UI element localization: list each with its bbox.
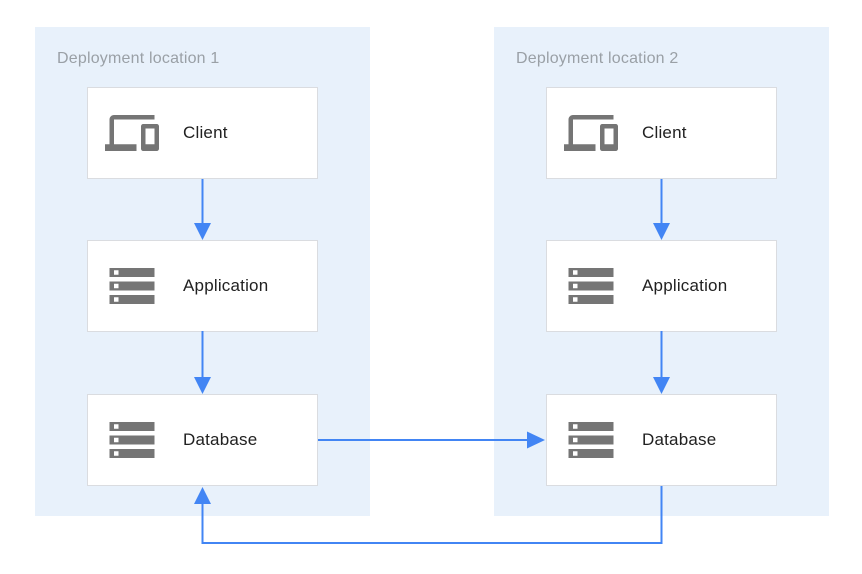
panel-2-title: Deployment location 2 bbox=[516, 50, 679, 67]
node-client-2: Client bbox=[546, 87, 777, 179]
node-application-1: Application bbox=[87, 240, 318, 332]
node-label: Application bbox=[183, 276, 269, 295]
panel-deployment-location-1: Deployment location 1 Client Application bbox=[35, 27, 370, 516]
node-label: Client bbox=[183, 123, 228, 142]
storage-icon bbox=[564, 259, 618, 313]
panel-deployment-location-2: Deployment location 2 Client Application bbox=[494, 27, 829, 516]
storage-icon bbox=[564, 413, 618, 467]
storage-icon bbox=[105, 259, 159, 313]
devices-icon bbox=[105, 106, 159, 160]
node-label: Application bbox=[642, 276, 728, 295]
node-label: Client bbox=[642, 123, 687, 142]
node-label: Database bbox=[642, 430, 717, 449]
node-label: Database bbox=[183, 430, 258, 449]
node-database-2: Database bbox=[546, 394, 777, 486]
node-application-2: Application bbox=[546, 240, 777, 332]
devices-icon bbox=[564, 106, 618, 160]
node-client-1: Client bbox=[87, 87, 318, 179]
panel-1-title: Deployment location 1 bbox=[57, 50, 220, 67]
node-database-1: Database bbox=[87, 394, 318, 486]
storage-icon bbox=[105, 413, 159, 467]
